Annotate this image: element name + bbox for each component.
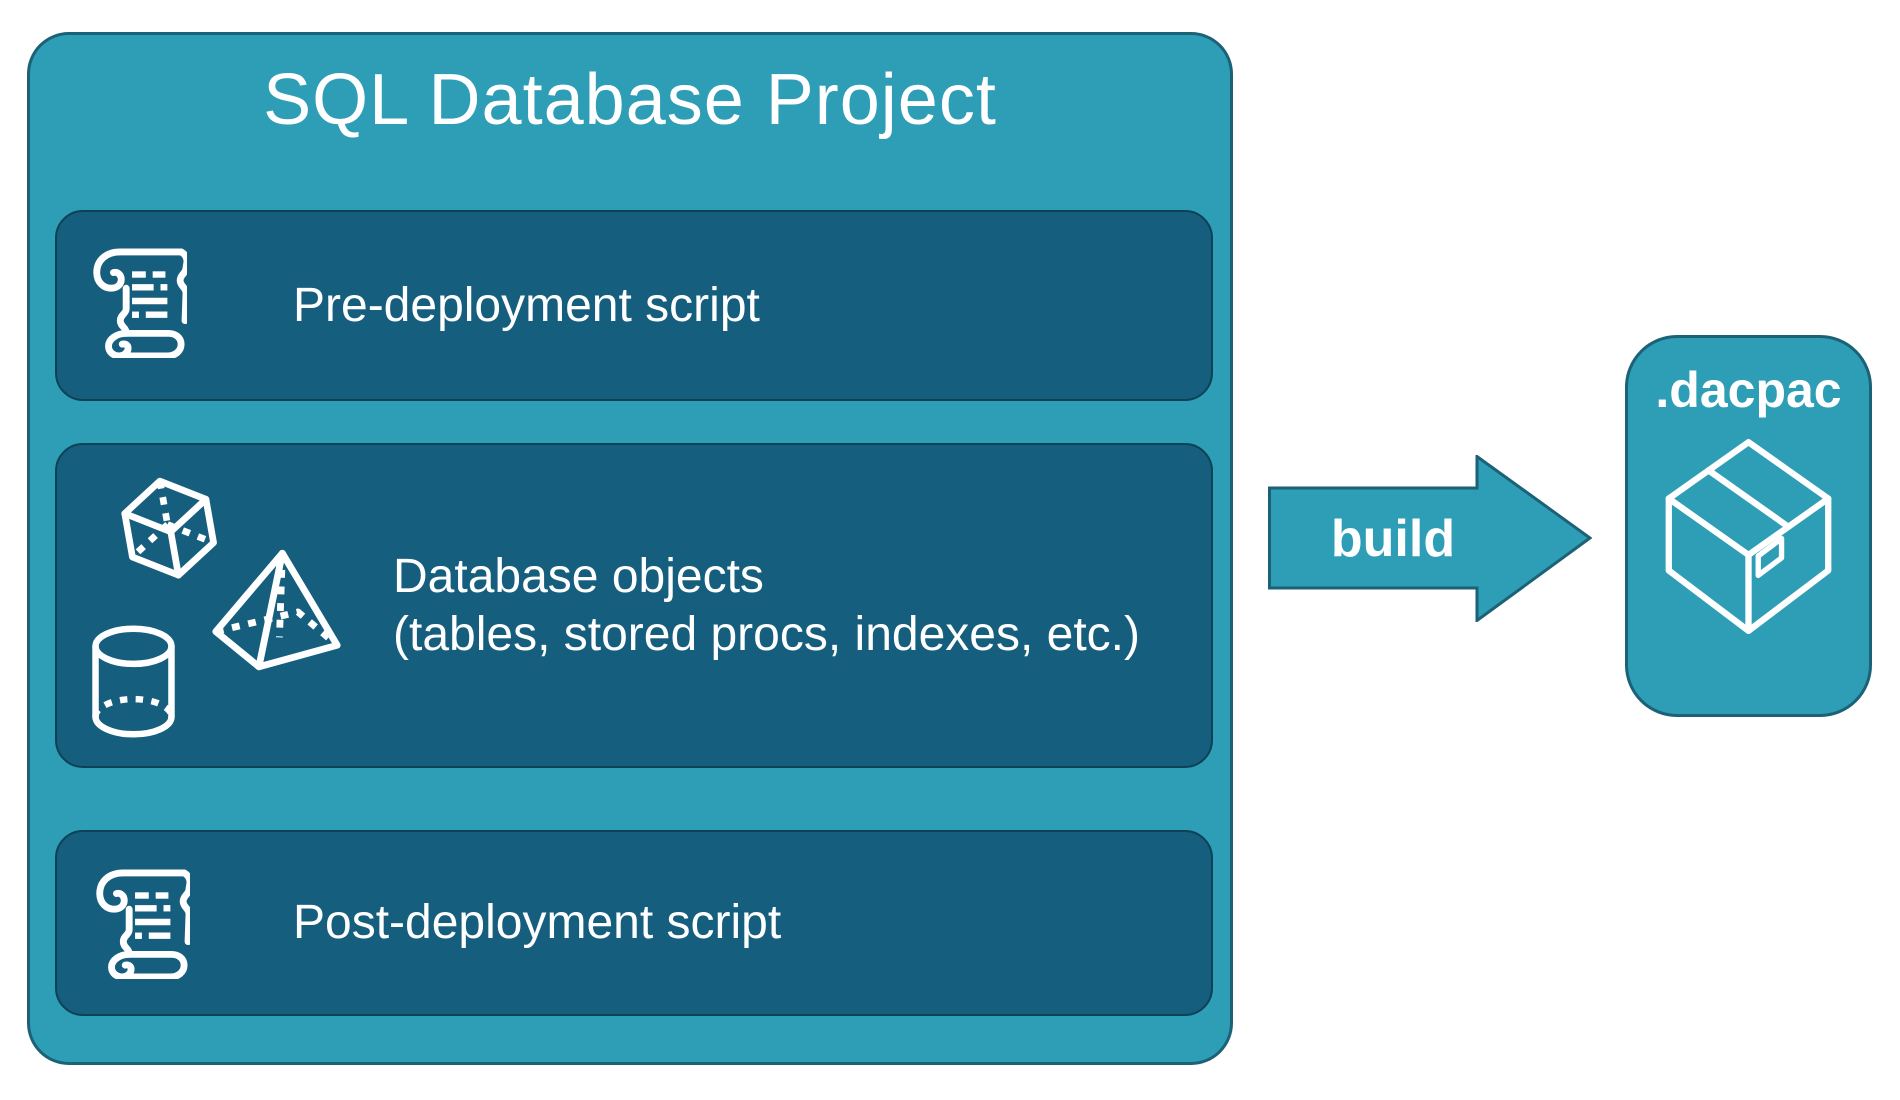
sql-database-project-panel: SQL Database Project Pre-deployment scri… bbox=[27, 32, 1233, 1065]
cylinder-icon bbox=[92, 625, 175, 738]
build-label: build bbox=[1331, 510, 1455, 568]
pyramid-icon bbox=[212, 549, 341, 671]
scroll-icon bbox=[96, 869, 190, 979]
database-objects-box: Database objects (tables, stored procs, … bbox=[55, 443, 1213, 768]
dacpac-box: .dacpac bbox=[1625, 335, 1872, 717]
build-arrow: build bbox=[1268, 455, 1592, 622]
database-objects-label: Database objects (tables, stored procs, … bbox=[57, 548, 1140, 664]
post-deployment-label: Post-deployment script bbox=[293, 896, 782, 949]
database-objects-line2: (tables, stored procs, indexes, etc.) bbox=[393, 607, 1140, 661]
pre-deployment-label: Pre-deployment script bbox=[293, 278, 760, 332]
pre-deployment-box: Pre-deployment script bbox=[55, 210, 1213, 401]
package-icon bbox=[1665, 439, 1832, 634]
scroll-icon bbox=[93, 248, 187, 358]
project-title: SQL Database Project bbox=[263, 60, 997, 140]
post-deployment-box: Post-deployment script bbox=[55, 830, 1213, 1016]
database-objects-line1: Database objects bbox=[393, 549, 764, 603]
dacpac-label: .dacpac bbox=[1655, 362, 1842, 418]
cube-icon bbox=[121, 477, 217, 579]
